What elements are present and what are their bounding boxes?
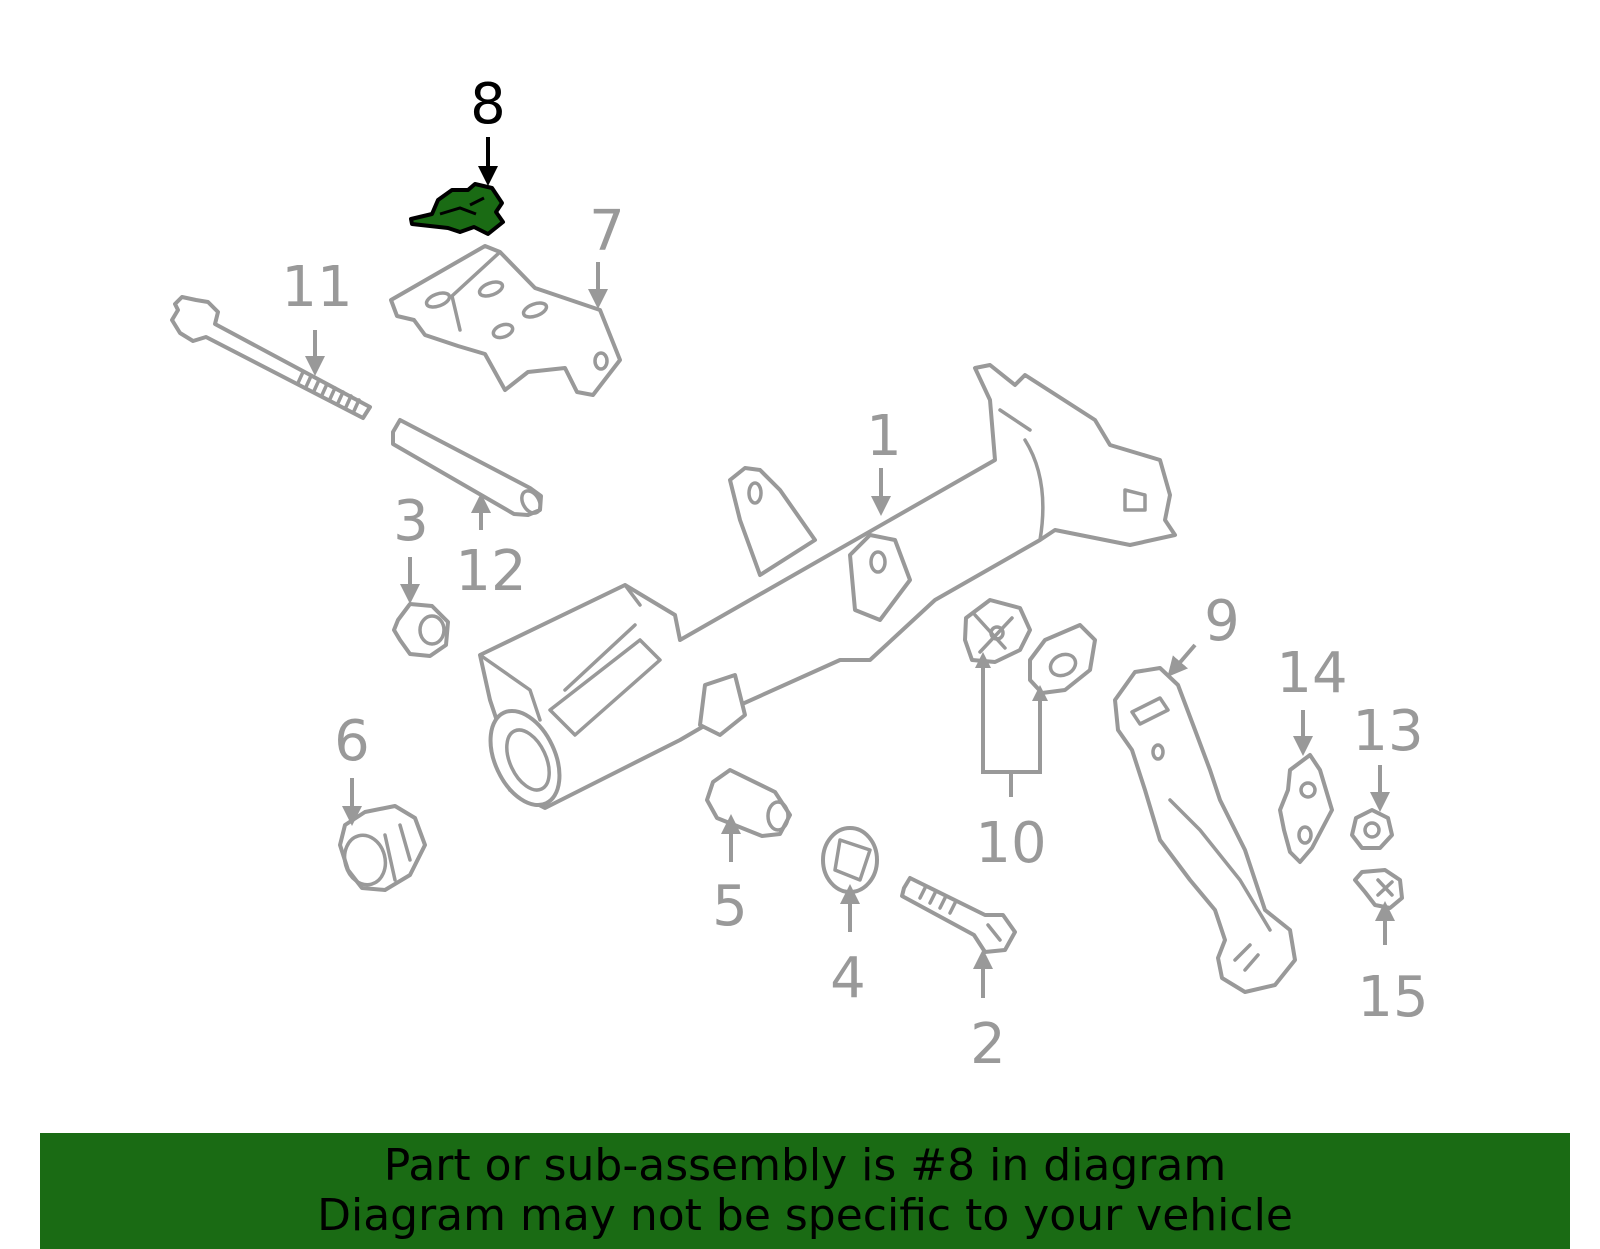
callout-5[interactable]: 5 (712, 874, 748, 939)
part-11-bolt (170, 295, 372, 420)
part-15-screw (1353, 868, 1404, 910)
callout-1[interactable]: 1 (866, 404, 902, 469)
part-3-bushing (392, 602, 450, 658)
callout-10[interactable]: 10 (975, 811, 1046, 876)
part-4-washer (821, 826, 879, 894)
callout-13[interactable]: 13 (1352, 699, 1423, 764)
callout-14[interactable]: 14 (1276, 641, 1347, 706)
part-10-mounts (963, 598, 1097, 695)
callout-11[interactable]: 11 (281, 255, 352, 320)
part-6-sleeve (338, 804, 427, 892)
info-banner: Part or sub-assembly is #8 in diagram Di… (40, 1133, 1570, 1249)
callout-2[interactable]: 2 (970, 1012, 1006, 1077)
callout-4[interactable]: 4 (830, 946, 866, 1011)
callout-6[interactable]: 6 (334, 709, 370, 774)
part-8-highlighted[interactable] (409, 182, 505, 236)
callout-7[interactable]: 7 (589, 199, 625, 264)
callout-12[interactable]: 12 (455, 539, 526, 604)
part-9-bracket (1113, 666, 1297, 994)
callout-8[interactable]: 8 (470, 72, 506, 137)
part-5-spacer (705, 768, 792, 838)
leader-lines (305, 137, 1395, 998)
callout-3[interactable]: 3 (393, 489, 429, 554)
part-12-pin (391, 418, 543, 517)
callout-15[interactable]: 15 (1357, 965, 1428, 1030)
banner-line-1: Part or sub-assembly is #8 in diagram (383, 1140, 1227, 1191)
part-1-column (478, 363, 1177, 810)
callout-9[interactable]: 9 (1204, 589, 1240, 654)
part-7-bracket (389, 244, 622, 397)
banner-line-2: Diagram may not be specific to your vehi… (317, 1190, 1293, 1241)
part-14-plate (1278, 753, 1334, 864)
part-13-nut (1350, 808, 1394, 850)
part-2-bolt (900, 876, 1017, 954)
